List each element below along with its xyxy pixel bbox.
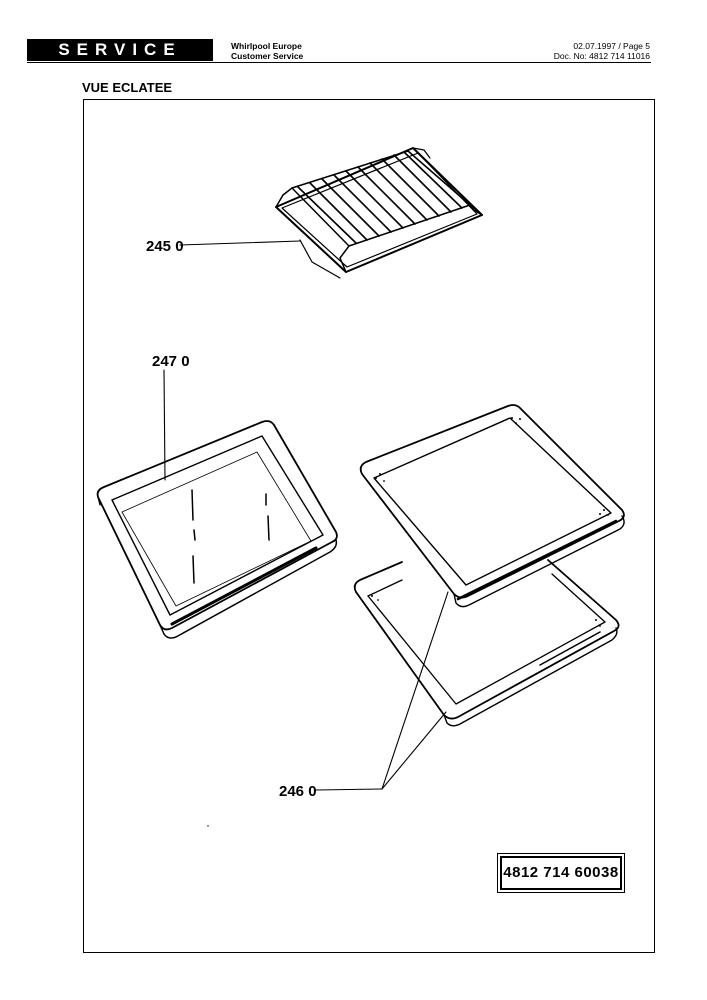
callout-245: 245 0 bbox=[146, 238, 184, 255]
callout-246: 246 0 bbox=[279, 783, 317, 800]
header-rule bbox=[27, 62, 651, 63]
tray-corner-specks bbox=[207, 417, 609, 827]
company-department: Customer Service bbox=[231, 51, 304, 61]
flat-tray-upper bbox=[359, 404, 625, 608]
wire-rack bbox=[275, 147, 483, 279]
deep-pan bbox=[96, 420, 338, 639]
drawing-frame bbox=[83, 99, 655, 953]
doc-number: Doc. No: 4812 714 11016 bbox=[553, 51, 650, 61]
company-name: Whirlpool Europe bbox=[231, 41, 302, 51]
service-badge: SERVICE bbox=[27, 39, 213, 61]
flat-tray-lower bbox=[353, 559, 620, 727]
section-title: VUE ECLATEE bbox=[82, 80, 173, 95]
date-page: 02.07.1997 / Page 5 bbox=[573, 41, 650, 51]
callout-247: 247 0 bbox=[152, 353, 190, 370]
leader-lines bbox=[163, 240, 449, 791]
document-info: 02.07.1997 / Page 5 Doc. No: 4812 714 11… bbox=[554, 41, 650, 61]
reference-number-box: 4812 714 60038 bbox=[497, 853, 625, 893]
company-block: Whirlpool Europe Customer Service bbox=[231, 41, 303, 61]
